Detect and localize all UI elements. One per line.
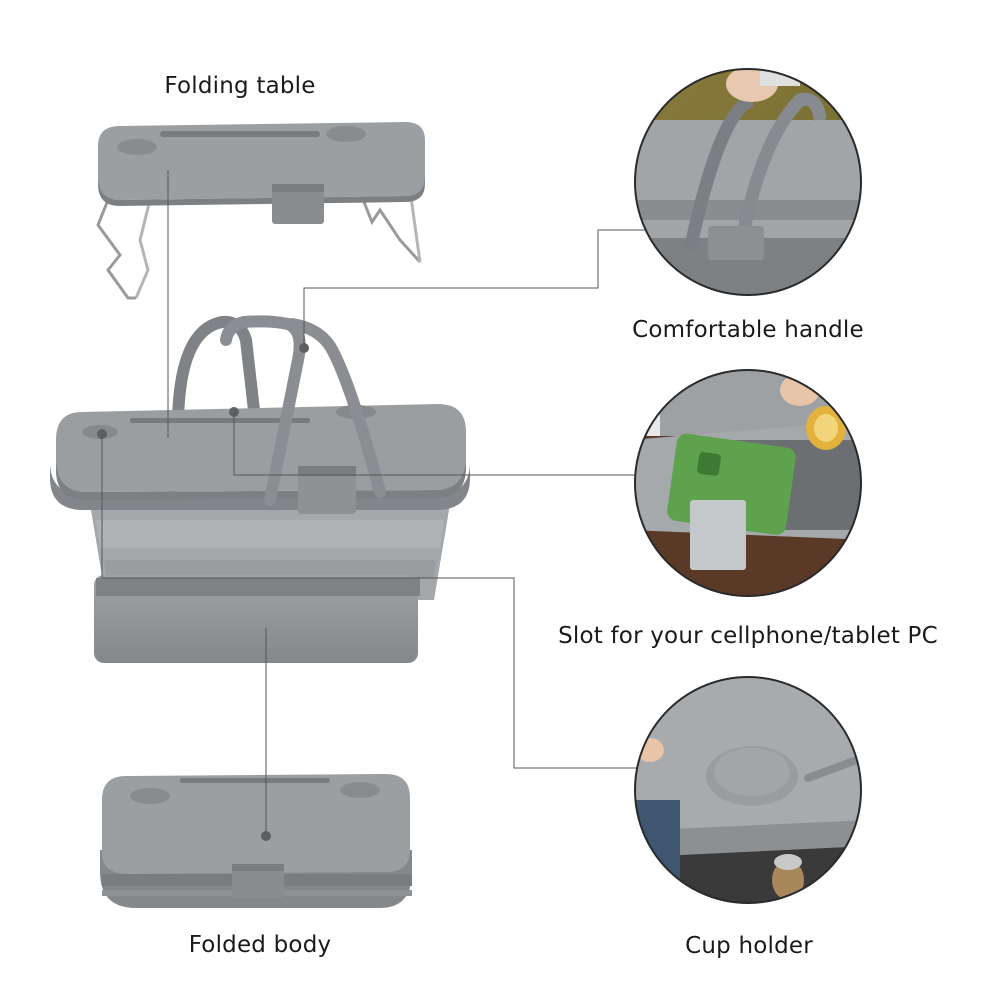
phone-slot-detail-photo — [634, 369, 862, 597]
cup-holder-detail-photo — [634, 676, 862, 904]
folded-body-illustration — [100, 774, 412, 908]
handle-detail-photo — [634, 68, 862, 296]
comfortable-handle-label: Comfortable handle — [632, 317, 864, 343]
folding-table-illustration — [96, 122, 425, 443]
phone-slot-label: Slot for your cellphone/tablet PC — [558, 623, 938, 649]
leader-lines — [101, 170, 648, 836]
folding-table-label: Folding table — [164, 73, 316, 99]
cup-holder-label: Cup holder — [685, 933, 813, 959]
folded-body-label: Folded body — [188, 932, 332, 958]
picnic-basket-illustration — [50, 315, 470, 663]
